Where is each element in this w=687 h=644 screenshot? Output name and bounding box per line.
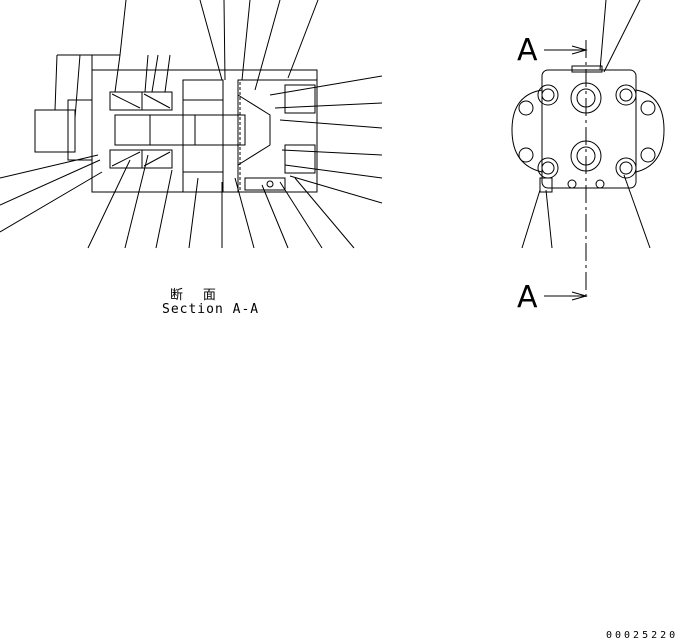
front-leader-lines [521,0,651,249]
gear-block [182,79,224,193]
bearing-lower [109,149,173,169]
leader-lines-left [0,154,103,233]
section-mark-bottom: A [517,280,538,315]
plug-bolt [266,180,274,188]
bearing-upper [109,91,173,111]
section-caption-en: Section A-A [162,302,260,317]
leader-lines-bottom [87,154,355,249]
small-hole [567,179,577,189]
main-shaft [114,114,246,146]
section-view [0,0,383,249]
input-shaft [67,99,93,161]
section-mark-top: A [517,33,538,68]
port-upper [284,84,316,114]
port-lower [284,144,316,174]
front-view [511,0,665,301]
ports [570,82,602,172]
drawing-number: 00025220 [606,630,679,641]
section-caption-jp: 断 面 [170,288,222,303]
housing-outline [91,69,318,193]
valve-body [237,79,318,193]
top-tab [571,65,603,73]
leader-lines-right [269,75,383,204]
arrow-bottom [544,291,588,301]
bolts [518,84,656,179]
small-hole [595,179,605,189]
front-body [541,69,637,189]
plug-bottom [244,177,286,191]
arrow-top [544,45,588,55]
housing-flange [80,54,93,192]
valve-cone [237,94,271,166]
front-flange [511,89,665,173]
input-shaft-cover [34,109,76,153]
leader-lines-top [54,0,319,119]
